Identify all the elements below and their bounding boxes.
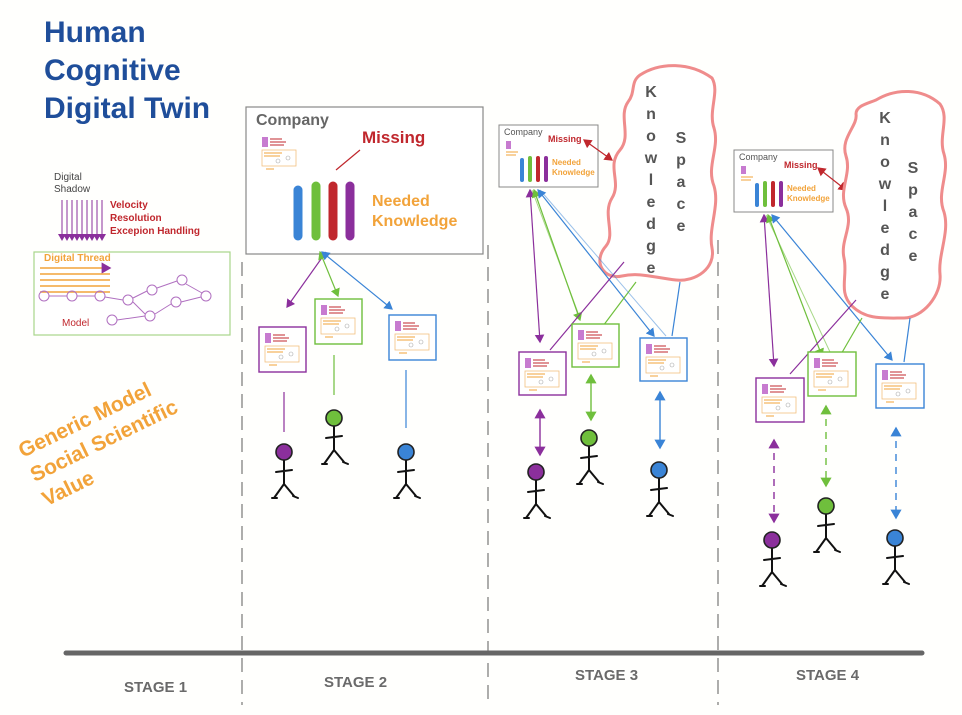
knowledge-space-letter: e — [676, 218, 686, 235]
stage-label: STAGE 1 — [124, 679, 188, 696]
stage-label: STAGE 2 — [324, 674, 388, 691]
knowledge-space-letter: e — [908, 248, 918, 265]
needed-line: Knowledge — [372, 213, 458, 230]
digital-shadow-label: Digital Shadow — [54, 172, 90, 196]
needed-line: Knowledge — [787, 194, 830, 203]
company-label: Company — [504, 127, 543, 137]
knowledge-space-letter: S — [675, 130, 687, 147]
needed-line: Needed — [552, 158, 581, 167]
knowledge-space-letter: n — [880, 132, 890, 149]
missing-pointer — [335, 149, 361, 171]
knowledge-space-letter: p — [676, 152, 686, 169]
knowledge-space-letter: d — [880, 242, 890, 259]
knowledge-space-letter: c — [908, 226, 918, 243]
needed-line: Knowledge — [552, 168, 595, 177]
company-label: Company — [256, 112, 329, 129]
knowledge-space-letter: e — [646, 260, 656, 277]
missing-label: Missing — [784, 160, 818, 170]
knowledge-space-letter: a — [676, 174, 686, 191]
knowledge-space-letter: e — [646, 194, 656, 211]
exception-handling-label: Excepion Handling — [110, 226, 201, 237]
title-line: Digital Twin — [44, 92, 211, 125]
missing-label: Missing — [548, 134, 582, 144]
knowledge-space-letter: g — [880, 264, 890, 281]
model-graph — [38, 274, 212, 326]
needed-line: Needed — [787, 184, 816, 193]
needed-knowledge-label: Needed Knowledge — [552, 158, 595, 178]
company-box-stage2 — [245, 106, 484, 255]
page-title: Human Cognitive Digital Twin — [44, 14, 210, 128]
knowledge-space-letter: e — [880, 286, 890, 303]
knowledge-space-letter: n — [646, 106, 656, 123]
knowledge-space-letter: l — [648, 172, 654, 189]
knowledge-space-letter: o — [646, 128, 656, 145]
stage-label: STAGE 3 — [575, 667, 639, 684]
digital-thread-box — [33, 251, 231, 336]
knowledge-space-letter: e — [880, 220, 890, 237]
digital-thread-label: Digital Thread — [44, 253, 111, 264]
title-line: Cognitive — [44, 54, 181, 87]
shadow-properties: Velocity Resolution Excepion Handling — [110, 199, 200, 238]
needed-line: Needed — [372, 193, 430, 210]
knowledge-space-letter: l — [882, 198, 888, 215]
knowledge-space-letter: c — [676, 196, 686, 213]
title-line: Human — [44, 16, 146, 49]
digital-shadow-line: Shadow — [54, 184, 91, 195]
knowledge-space-letter: w — [644, 150, 658, 167]
knowledge-bars — [293, 181, 355, 241]
needed-knowledge-label: Needed Knowledge — [372, 192, 457, 232]
digital-shadow-arrows — [58, 200, 106, 241]
knowledge-space-letter: d — [646, 216, 656, 233]
velocity-label: Velocity — [110, 200, 148, 211]
knowledge-space-letter: p — [908, 182, 918, 199]
knowledge-space-letter: w — [878, 176, 892, 193]
knowledge-space-letter: g — [646, 238, 656, 255]
needed-knowledge-label: Needed Knowledge — [787, 184, 830, 204]
knowledge-space-letter: K — [879, 110, 891, 127]
knowledge-space-letter: o — [880, 154, 890, 171]
digital-shadow-line: Digital — [54, 172, 82, 183]
company-label: Company — [739, 152, 778, 162]
missing-label: Missing — [362, 128, 426, 147]
knowledge-space-letter: S — [907, 160, 919, 177]
resolution-label: Resolution — [110, 213, 162, 224]
knowledge-space-letter: a — [908, 204, 918, 221]
knowledge-space-letter: K — [645, 84, 657, 101]
knowledge-cloud-stage4 — [841, 89, 948, 320]
stage-label: STAGE 4 — [796, 667, 860, 684]
model-label: Model — [62, 318, 90, 329]
